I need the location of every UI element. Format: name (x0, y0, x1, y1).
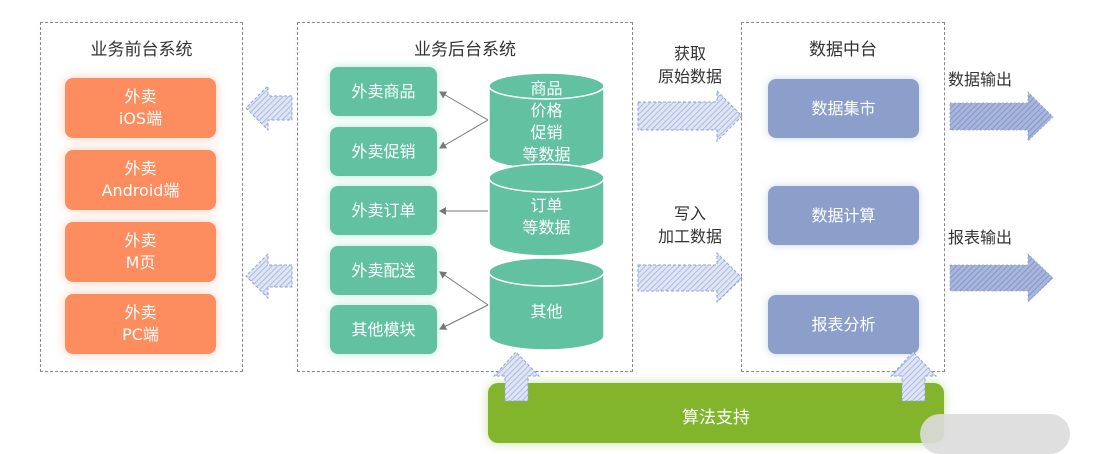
module-other[interactable]: 其他模块 (330, 305, 437, 354)
flow-label-fetch-raw: 获取 原始数据 (657, 44, 722, 86)
backend-group-title: 业务后台系统 (414, 40, 516, 60)
connector-arrow (439, 271, 489, 306)
datacenter-data-compute[interactable]: 数据计算 (768, 186, 919, 245)
database-icon (488, 257, 605, 351)
flow-label-write-processed: 写入 加工数据 (657, 204, 722, 246)
datacenter-report-analysis[interactable]: 报表分析 (768, 295, 919, 354)
module-takeout-delivery[interactable]: 外卖配送 (330, 246, 437, 295)
arrow-left-icon (245, 252, 293, 300)
db-order[interactable]: 订单 等数据 (488, 162, 605, 258)
db-goods-price-promo-label: 商品 价格 促销 等数据 (522, 79, 571, 164)
frontend-android[interactable]: 外卖 Android端 (65, 150, 216, 210)
flow-label-report-output: 报表输出 (948, 228, 1013, 247)
module-takeout-goods[interactable]: 外卖商品 (330, 67, 437, 116)
arrow-up-icon (889, 351, 938, 402)
module-takeout-order[interactable]: 外卖订单 (330, 186, 437, 235)
frontend-group-title: 业务前台系统 (90, 40, 193, 60)
connector-arrow (439, 304, 489, 330)
arrows-layer (245, 84, 1054, 402)
datacenter-group-title: 数据中台 (809, 40, 877, 60)
connector-arrow (439, 119, 489, 149)
module-takeout-promotion[interactable]: 外卖促销 (330, 127, 437, 176)
db-other[interactable]: 其他 (488, 256, 605, 352)
database-icon (488, 72, 605, 170)
database-icon (488, 163, 605, 257)
arrow-up-icon (492, 351, 541, 402)
arrow-right-icon (637, 89, 743, 143)
datacenter-data-mart[interactable]: 数据集市 (768, 79, 919, 138)
arrow-output-icon (949, 253, 1054, 303)
db-order-label: 订单 等数据 (522, 196, 571, 237)
algorithm-support-label: 算法支持 (682, 408, 750, 428)
frontend-ios[interactable]: 外卖 iOS端 (65, 78, 216, 138)
arrow-right-icon (637, 251, 743, 304)
connector-arrow (439, 91, 489, 121)
frontend-m-page[interactable]: 外卖 M页 (65, 222, 216, 282)
arrow-left-icon (245, 84, 293, 132)
frontend-pc[interactable]: 外卖 PC端 (65, 294, 216, 354)
flow-label-data-output: 数据输出 (948, 70, 1013, 89)
arrow-output-icon (949, 91, 1054, 142)
db-other-label: 其他 (530, 302, 563, 321)
db-goods-price-promo[interactable]: 商品 价格 促销 等数据 (488, 72, 605, 172)
